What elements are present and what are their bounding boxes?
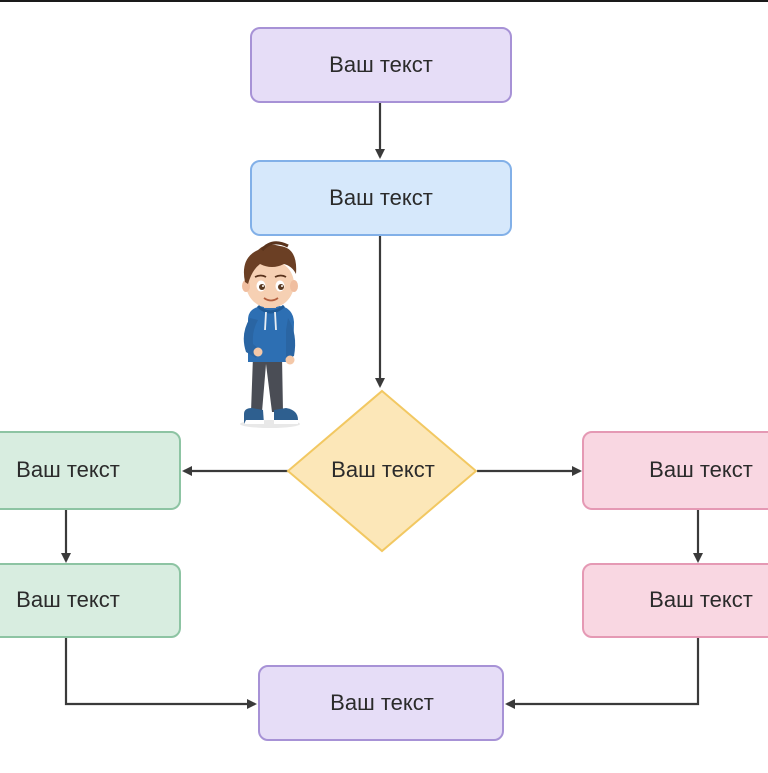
node-left-2-shape xyxy=(0,563,181,638)
node-left-2: Ваш текст xyxy=(0,563,181,638)
node-end-shape xyxy=(258,665,504,741)
node-decision-shape xyxy=(286,389,478,553)
node-right-1-shape xyxy=(582,431,768,510)
node-left-2-label: Ваш текст xyxy=(16,587,120,612)
arrow-n7-n8 xyxy=(505,638,700,709)
cartoon-boy-illustration xyxy=(240,241,300,428)
node-start-label: Ваш текст xyxy=(329,52,433,77)
node-step-2: Ваш текст xyxy=(250,160,512,236)
node-right-2-label: Ваш текст xyxy=(649,587,753,612)
node-step-2-shape xyxy=(250,160,512,236)
node-end: Ваш текст xyxy=(258,665,504,741)
node-right-2: Ваш текст xyxy=(582,563,768,638)
node-left-1-shape xyxy=(0,431,181,510)
node-right-1: Ваш текст xyxy=(582,431,768,510)
node-left-1: Ваш текст xyxy=(0,431,181,510)
top-border-line xyxy=(0,0,768,2)
arrow-n5-n8 xyxy=(64,638,257,709)
node-step-2-label: Ваш текст xyxy=(329,185,433,210)
node-decision: Ваш текст xyxy=(286,389,478,553)
node-start-shape xyxy=(250,27,512,103)
node-decision-label: Ваш текст xyxy=(331,457,435,482)
node-start: Ваш текст xyxy=(250,27,512,103)
node-right-2-shape xyxy=(582,563,768,638)
node-left-1-label: Ваш текст xyxy=(16,457,120,482)
node-right-1-label: Ваш текст xyxy=(649,457,753,482)
node-end-label: Ваш текст xyxy=(330,690,434,715)
connector-arrows xyxy=(61,103,703,709)
